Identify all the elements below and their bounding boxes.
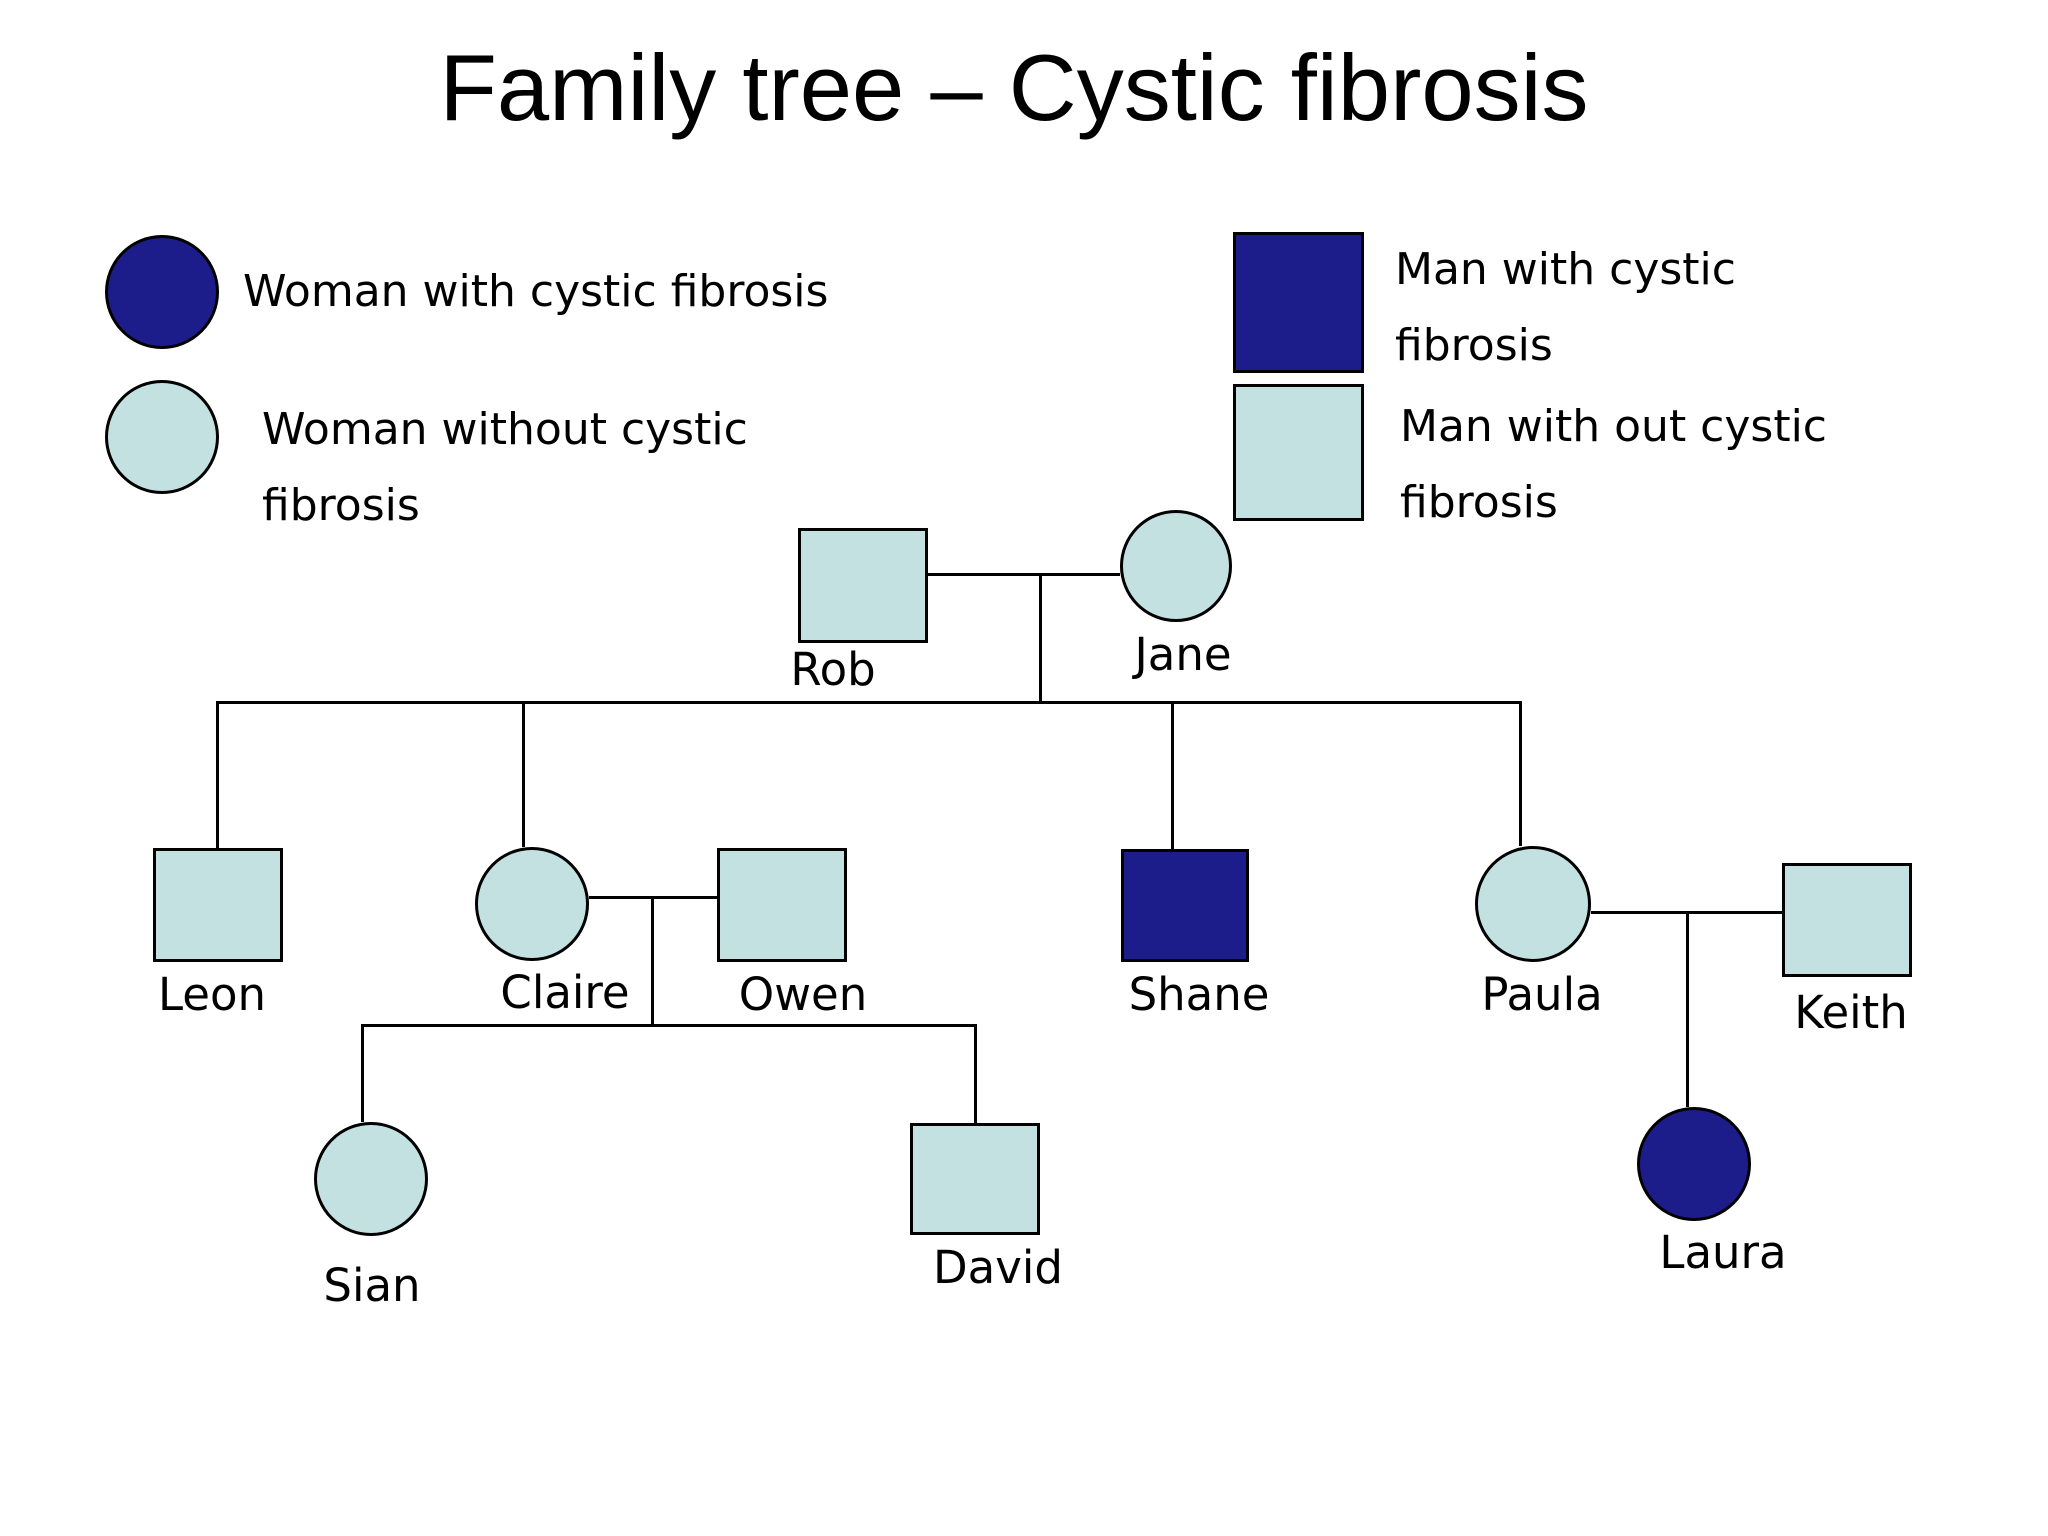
person-label-laura: Laura [1659, 1226, 1787, 1279]
legend-man-affected-label: Man with cystic fibrosis [1395, 244, 1736, 371]
couple-descender-rob-jane [1039, 573, 1042, 702]
person-shape-sian [314, 1122, 428, 1236]
person-shape-paula [1475, 846, 1591, 962]
person-shape-claire [475, 847, 589, 961]
drop-line-leon [216, 701, 219, 848]
person-shape-laura [1637, 1107, 1751, 1221]
person-label-owen: Owen [738, 968, 868, 1021]
drop-line-sian [361, 1024, 364, 1122]
legend-man-unaffected-label: Man with out cystic fibrosis [1400, 401, 1828, 528]
couple-line-rob-jane [928, 573, 1120, 576]
legend-woman-unaffected-label: Woman without cystic fibrosis [262, 404, 748, 531]
legend-man-unaffected-square-icon [1233, 384, 1364, 521]
legend-man-affected-square-icon [1233, 232, 1364, 373]
page-title: Family tree – Cystic fibrosis [439, 35, 1589, 140]
legend-woman-affected-label: Woman with cystic fibrosis [243, 266, 829, 317]
person-shape-rob [798, 528, 928, 643]
person-label-leon: Leon [157, 968, 267, 1021]
sibling-bar-gen1 [216, 701, 1522, 704]
drop-line-claire [522, 701, 525, 847]
person-shape-leon [153, 848, 283, 962]
person-shape-owen [717, 848, 847, 962]
person-shape-keith [1782, 863, 1912, 977]
drop-line-laura [1686, 911, 1689, 1107]
legend-woman-unaffected-circle-icon [105, 380, 219, 494]
person-label-david: David [933, 1241, 1063, 1294]
person-shape-shane [1121, 849, 1249, 962]
person-label-rob: Rob [790, 643, 876, 696]
legend-woman-affected-circle-icon [105, 235, 219, 349]
drop-line-shane [1171, 701, 1174, 849]
person-label-keith: Keith [1794, 986, 1908, 1039]
sibling-bar-claire-owen [361, 1024, 977, 1027]
person-label-claire: Claire [500, 966, 630, 1019]
person-label-jane: Jane [1134, 628, 1232, 681]
drop-line-paula [1519, 701, 1522, 846]
person-shape-david [910, 1123, 1040, 1235]
couple-descender-claire-owen [651, 896, 654, 1025]
person-label-shane: Shane [1128, 968, 1270, 1021]
person-label-sian: Sian [323, 1259, 421, 1312]
drop-line-david [974, 1024, 977, 1123]
person-label-paula: Paula [1481, 968, 1603, 1021]
person-shape-jane [1120, 510, 1232, 622]
